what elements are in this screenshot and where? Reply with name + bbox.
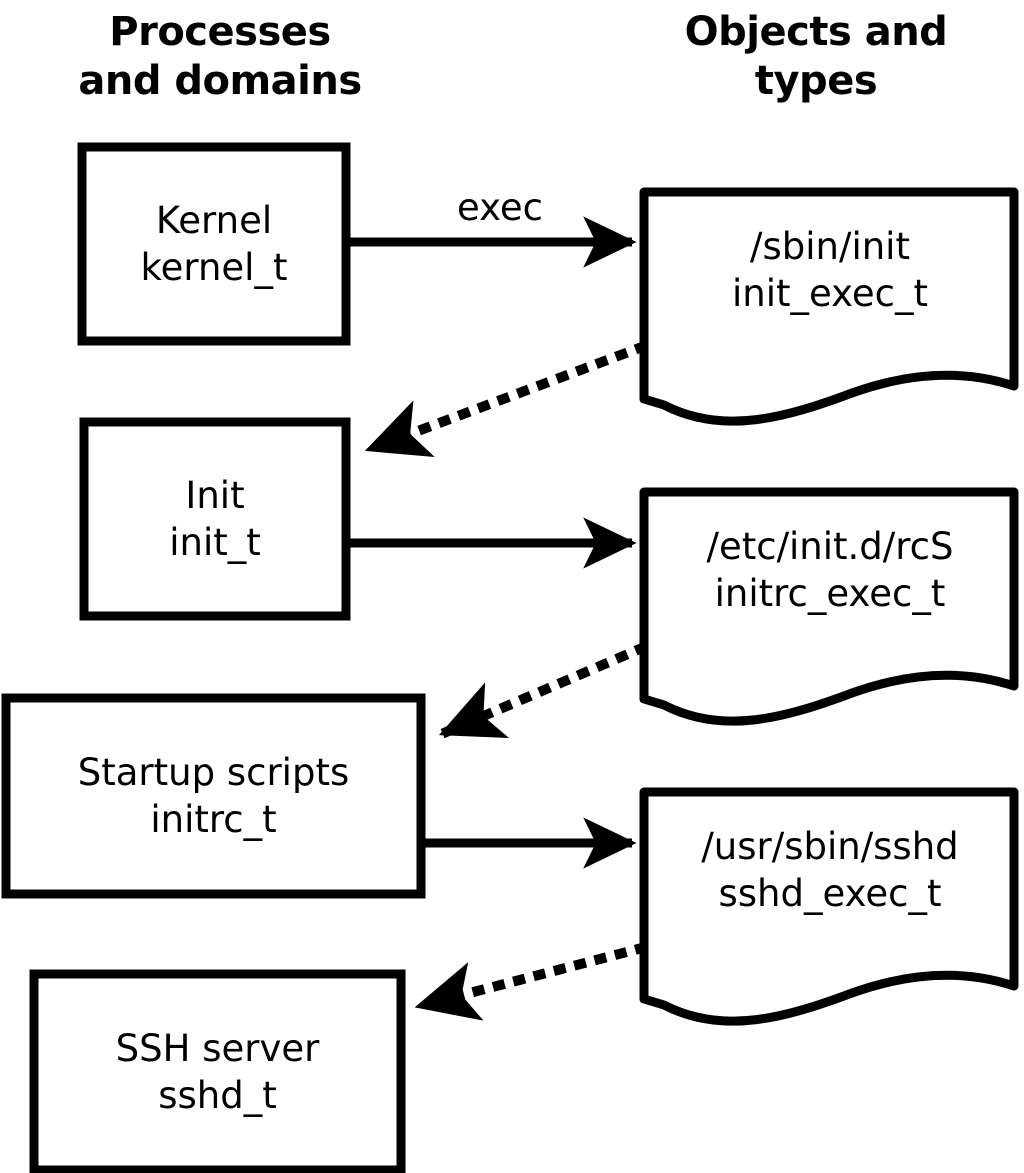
column-title-objects: Objects and types [684, 9, 948, 104]
edge-initrc-exec-to-initrc[interactable] [437, 641, 649, 740]
process-box-sshd[interactable] [29, 969, 406, 1173]
process-box-kernel[interactable] [77, 142, 351, 346]
edge-sshd-exec-to-sshd[interactable] [413, 941, 649, 1021]
edge-init-exec-to-init[interactable] [363, 340, 649, 458]
object-doc-sshd-exec[interactable] [639, 787, 1019, 1026]
process-box-initrc[interactable] [1, 693, 426, 899]
object-doc-initrc-exec[interactable] [639, 487, 1019, 726]
column-title-processes: Processes and domains [78, 9, 362, 104]
process-box-init[interactable] [79, 417, 351, 621]
edge-label-exec: exec [457, 186, 543, 229]
object-doc-init-exec[interactable] [639, 187, 1019, 426]
